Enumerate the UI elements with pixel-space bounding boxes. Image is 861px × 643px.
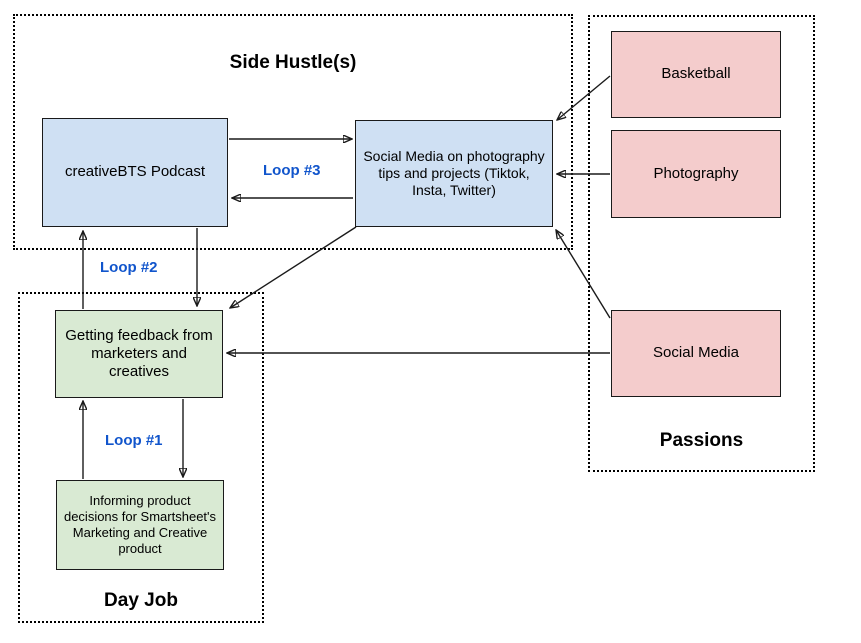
group-title-day-job: Day Job bbox=[104, 590, 178, 611]
node-label: Basketball bbox=[661, 65, 731, 83]
loop-label-3: Loop #3 bbox=[263, 162, 321, 179]
node-social-media-content[interactable]: Social Media on photography tips and pro… bbox=[355, 120, 553, 227]
group-title-passions: Passions bbox=[659, 430, 744, 451]
loop-label-2: Loop #2 bbox=[100, 259, 158, 276]
node-social-media-passion[interactable]: Social Media bbox=[611, 310, 781, 397]
node-label: Informing product decisions for Smartshe… bbox=[63, 493, 217, 556]
node-label: Social Media on photography tips and pro… bbox=[363, 147, 545, 199]
node-photography[interactable]: Photography bbox=[611, 130, 781, 218]
node-label: Social Media bbox=[653, 344, 739, 362]
loop-label-1: Loop #1 bbox=[105, 432, 163, 449]
node-label: Photography bbox=[653, 164, 739, 182]
node-label: Getting feedback from marketers and crea… bbox=[65, 326, 213, 381]
group-day-job bbox=[18, 292, 264, 623]
node-getting-feedback[interactable]: Getting feedback from marketers and crea… bbox=[55, 310, 223, 398]
node-informing-product-decisions[interactable]: Informing product decisions for Smartshe… bbox=[56, 480, 224, 570]
node-basketball[interactable]: Basketball bbox=[611, 31, 781, 118]
node-label: creativeBTS Podcast bbox=[64, 163, 206, 181]
node-creativebts-podcast[interactable]: creativeBTS Podcast bbox=[42, 118, 228, 227]
group-title-side-hustle: Side Hustle(s) bbox=[229, 52, 357, 73]
